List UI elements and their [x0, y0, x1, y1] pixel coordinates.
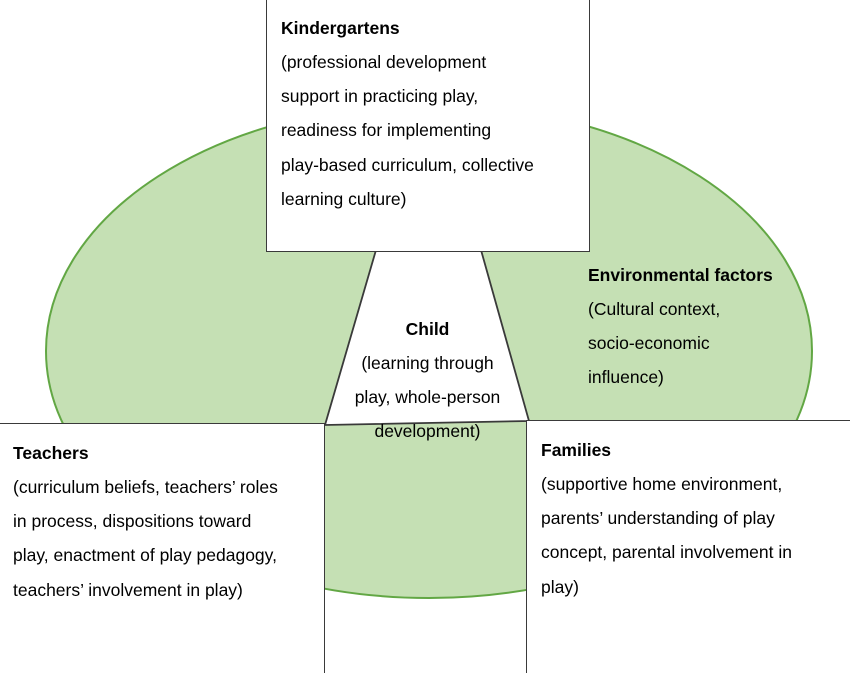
node-families-body: (supportive home environment, parents’ u…	[541, 467, 837, 604]
node-families-line-1: (supportive home environment,	[541, 474, 783, 495]
node-environmental-factors: Environmental factors (Cultural context,…	[588, 258, 838, 395]
node-environmental-factors-line-1: (Cultural context,	[588, 299, 721, 320]
node-families-line-4: play)	[541, 576, 579, 597]
node-families-line-3: concept, parental involvement in	[541, 542, 792, 563]
node-kindergartens-line-3: readiness for implementing	[281, 120, 492, 141]
node-kindergartens-line-4: play-based curriculum, collective	[281, 154, 534, 175]
node-kindergartens-line-5: learning culture)	[281, 188, 407, 209]
node-environmental-factors-title: Environmental factors	[588, 265, 773, 285]
node-child-title: Child	[405, 319, 450, 339]
node-families-line-2: parents’ understanding of play	[541, 508, 775, 529]
node-teachers-line-2: in process, dispositions toward	[13, 511, 252, 532]
node-environmental-factors-body: (Cultural context, socio-economic influe…	[588, 292, 838, 394]
node-kindergartens-line-1: (professional development	[281, 52, 487, 73]
node-families-title: Families	[541, 440, 612, 460]
node-teachers-body: (curriculum beliefs, teachers’ roles in …	[13, 470, 310, 607]
node-child-line-2: play, whole-person	[354, 387, 501, 408]
node-teachers-line-4: teachers’ involvement in play)	[13, 579, 243, 600]
node-kindergartens-body: (professional development support in pra…	[281, 45, 575, 216]
node-child-body: (learning through play, whole-person dev…	[330, 346, 525, 448]
node-environmental-factors-line-2: socio-economic	[588, 333, 710, 354]
node-families: Families (supportive home environment, p…	[526, 420, 850, 673]
node-kindergartens-title: Kindergartens	[281, 18, 400, 38]
node-teachers-title: Teachers	[13, 443, 89, 463]
node-child-line-1: (learning through	[361, 353, 494, 374]
node-child: Child (learning through play, whole-pers…	[330, 312, 525, 449]
node-kindergartens-line-2: support in practicing play,	[281, 86, 479, 107]
node-environmental-factors-line-3: influence)	[588, 367, 664, 388]
node-teachers: Teachers (curriculum beliefs, teachers’ …	[0, 423, 325, 673]
node-child-line-3: development)	[374, 421, 481, 442]
node-kindergartens: Kindergartens (professional development …	[266, 0, 590, 252]
node-teachers-line-1: (curriculum beliefs, teachers’ roles	[13, 477, 278, 498]
node-teachers-line-3: play, enactment of play pedagogy,	[13, 545, 277, 566]
